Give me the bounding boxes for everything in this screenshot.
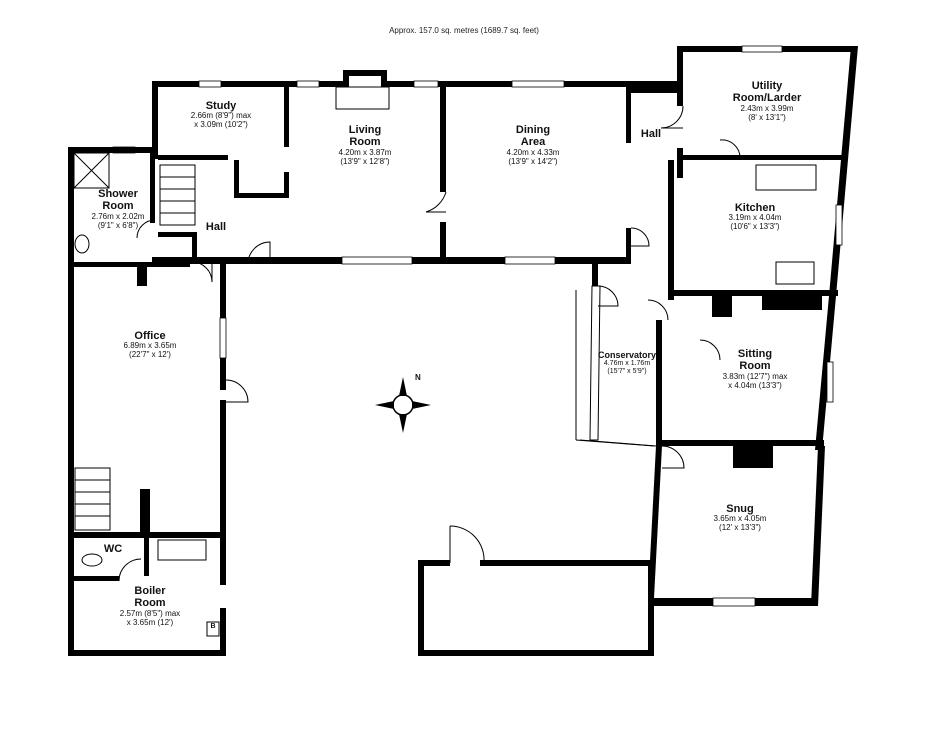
room-wc: WC — [96, 543, 130, 555]
room-office-dim2: (22'7" x 12') — [129, 350, 171, 360]
room-sitting: Sitting Room 3.83m (12'7") max x 4.04m (… — [705, 348, 805, 391]
room-office-dim1: 6.89m x 3.65m — [123, 341, 177, 351]
room-study: Study 2.66m (8'9") max x 3.09m (10'2") — [176, 100, 266, 130]
room-snug-dim1: 3.65m x 4.05m — [713, 514, 767, 524]
room-kitchen-name: Kitchen — [734, 202, 776, 214]
room-conservatory-dim1: 4.76m x 1.76m — [603, 360, 651, 368]
room-dining-dim1: 4.20m x 4.33m — [506, 147, 560, 157]
room-boiler: Boiler Room 2.57m (8'5") max x 3.65m (12… — [105, 585, 195, 628]
room-utility-name2: Room/Larder — [732, 92, 802, 105]
room-shower-dim1: 2.76m x 2.02m — [91, 211, 145, 221]
room-hall-left: Hall — [200, 221, 232, 233]
room-utility-dim1: 2.43m x 3.99m — [740, 103, 794, 113]
room-shower-dim2: (9'1" x 6'8") — [97, 220, 139, 230]
room-kitchen-dim1: 3.19m x 4.04m — [728, 213, 782, 223]
room-sitting-name1: Sitting — [737, 348, 773, 360]
right-wing-walls — [575, 45, 858, 607]
room-snug-name: Snug — [726, 503, 754, 515]
room-conservatory: Conservatory 4.76m x 1.76m (15'7" x 5'9"… — [590, 350, 664, 376]
outbuilding-walls — [418, 525, 654, 656]
compass-label: N — [415, 373, 421, 383]
room-conservatory-dim2: (15'7" x 5'9") — [607, 367, 647, 375]
room-living-name2: Room — [349, 136, 381, 149]
shower-room-walls — [68, 147, 196, 267]
room-sitting-dim1: 3.83m (12'7") max — [722, 371, 788, 381]
room-hall-left-name: Hall — [205, 221, 227, 233]
boiler-marker-label: B — [210, 623, 216, 630]
boiler-marker: B — [207, 623, 219, 631]
room-shower-name1: Shower — [98, 188, 138, 200]
room-sitting-dim2: x 4.04m (13'3") — [728, 380, 782, 390]
room-kitchen-dim2: (10'6" x 13'3") — [730, 222, 780, 232]
room-utility-dim2: (8' x 13'1") — [748, 112, 786, 122]
room-study-name: Study — [205, 100, 237, 112]
room-dining-name1: Dining — [515, 124, 551, 136]
room-living: Living Room 4.20m x 3.87m (13'9" x 12'8"… — [320, 124, 410, 167]
room-dining: Dining Area 4.20m x 4.33m (13'9" x 14'2"… — [488, 124, 578, 167]
room-conservatory-name: Conservatory — [597, 350, 657, 360]
office-walls — [68, 258, 248, 585]
room-study-dim2: x 3.09m (10'2") — [194, 120, 248, 130]
room-boiler-name2: Room — [134, 597, 166, 610]
room-snug: Snug 3.65m x 4.05m (12' x 13'3") — [690, 503, 790, 533]
room-kitchen: Kitchen 3.19m x 4.04m (10'6" x 13'3") — [710, 202, 800, 232]
room-boiler-dim1: 2.57m (8'5") max — [119, 608, 181, 618]
wc-boiler-walls — [68, 532, 226, 656]
compass-n: N — [415, 373, 421, 382]
room-office-name: Office — [134, 330, 166, 342]
door-swings — [118, 105, 741, 582]
room-shower-name2: Room — [102, 200, 134, 213]
room-study-dim1: 2.66m (8'9") max — [190, 111, 252, 121]
room-living-name1: Living — [348, 124, 382, 136]
room-office: Office 6.89m x 3.65m (22'7" x 12') — [105, 330, 195, 360]
room-wc-name: WC — [103, 543, 123, 555]
area-note: Approx. 157.0 sq. metres (1689.7 sq. fee… — [389, 26, 539, 35]
room-snug-dim2: (12' x 13'3") — [719, 523, 761, 533]
north-compass-icon — [375, 377, 431, 433]
room-living-dim1: 4.20m x 3.87m — [338, 147, 392, 157]
room-sitting-name2: Room — [739, 360, 771, 373]
room-shower: Shower Room 2.76m x 2.02m (9'1" x 6'8") — [78, 188, 158, 231]
room-hall-top: Hall — [636, 128, 666, 140]
room-living-dim2: (13'9" x 12'8") — [340, 156, 390, 166]
room-utility-name1: Utility — [751, 80, 783, 92]
room-boiler-name1: Boiler — [134, 585, 166, 597]
room-hall-top-name: Hall — [640, 128, 662, 140]
room-dining-name2: Area — [520, 136, 546, 149]
room-boiler-dim2: x 3.65m (12') — [126, 617, 174, 627]
room-dining-dim2: (13'9" x 14'2") — [508, 156, 558, 166]
room-utility: Utility Room/Larder 2.43m x 3.99m (8' x … — [712, 80, 822, 123]
